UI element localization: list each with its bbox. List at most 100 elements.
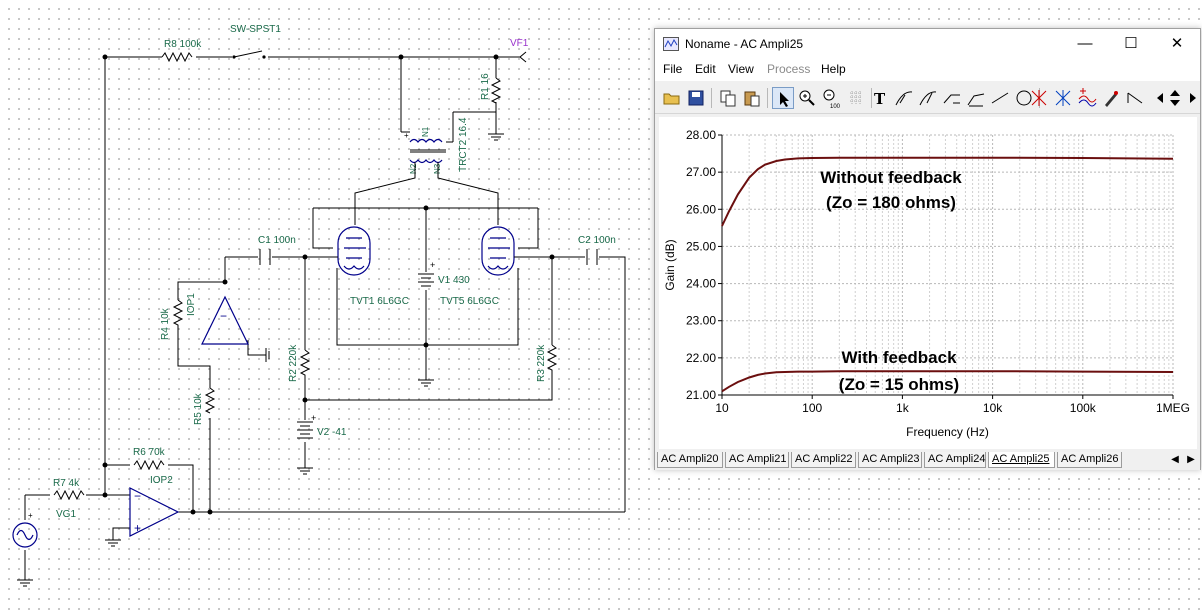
menu-process[interactable]: Process xyxy=(767,62,811,76)
resistor-r7[interactable]: R7 4k xyxy=(53,478,85,501)
line-tool-icon xyxy=(991,92,1009,104)
zoom-100-button[interactable]: 100 xyxy=(820,87,842,109)
cursor-a-cross-button[interactable] xyxy=(1028,87,1050,109)
bend-button[interactable] xyxy=(1124,87,1146,109)
svg-text:+: + xyxy=(134,521,141,535)
x-tick-label: 100 xyxy=(802,401,822,415)
capacitor-c2[interactable]: C2 100n xyxy=(578,235,616,265)
resistor-r5[interactable]: R5 10k xyxy=(193,387,216,425)
menu-edit[interactable]: Edit xyxy=(695,62,716,76)
svg-text:−: − xyxy=(134,489,141,503)
bend-icon xyxy=(1127,92,1143,104)
tab-ac-ampli21[interactable]: AC Ampli21 xyxy=(725,452,789,468)
probe-vf1[interactable]: VF1 xyxy=(510,38,529,63)
scroll-updown-button[interactable] xyxy=(1164,87,1180,109)
cursor-b-icon xyxy=(919,91,937,106)
annotation-line2: (Zo = 180 ohms) xyxy=(826,193,956,212)
tab-scroll-left-icon[interactable]: ◀ xyxy=(1171,454,1179,465)
y-tick-label: 23.00 xyxy=(686,314,716,328)
x-tick-label: 1k xyxy=(896,401,910,415)
tab-ac-ampli26[interactable]: AC Ampli26 xyxy=(1057,452,1122,468)
battery-v2[interactable]: + V2 -41 xyxy=(297,413,347,439)
transformer-trct2[interactable]: + N1 N2 N3 TRCT2 16.4 xyxy=(404,117,469,174)
line-tool-button[interactable] xyxy=(989,87,1011,109)
resistor-r1[interactable]: R1 16 xyxy=(480,73,502,104)
cursor-a-button[interactable] xyxy=(893,87,915,109)
ground-v1 xyxy=(418,379,434,387)
line-marker-button[interactable] xyxy=(941,87,963,109)
tube-tvt1[interactable]: TVT1 6L6GC xyxy=(337,226,409,307)
scroll-left-icon xyxy=(1157,93,1163,103)
pen-button[interactable] xyxy=(1100,87,1122,109)
svg-text:+: + xyxy=(28,511,33,520)
scroll-right-button[interactable] xyxy=(1182,87,1196,109)
save-button[interactable] xyxy=(685,87,707,109)
circle-tool-button[interactable] xyxy=(1013,87,1035,109)
line-marker-icon xyxy=(943,94,960,104)
x-axis-label: Frequency (Hz) xyxy=(906,425,989,439)
gain-chart[interactable]: 21.0022.0023.0024.0025.0026.0027.0028.00… xyxy=(659,117,1197,449)
resistor-r4[interactable]: R4 10k xyxy=(160,299,184,340)
tab-ac-ampli23[interactable]: AC Ampli23 xyxy=(858,452,922,468)
grid-button[interactable] xyxy=(845,87,867,109)
title-bar[interactable]: Noname - AC Ampli25 — ☐ ✕ xyxy=(655,29,1200,59)
resistor-r3[interactable]: R3 220k xyxy=(536,344,558,382)
resistor-r8[interactable]: R8 100k xyxy=(161,39,202,63)
analysis-window[interactable]: Noname - AC Ampli25 — ☐ ✕ File Edit View… xyxy=(654,28,1201,470)
app-icon xyxy=(663,37,679,51)
pointer-icon xyxy=(780,92,789,107)
toolbar: 100 T xyxy=(655,83,1200,114)
menu-view[interactable]: View xyxy=(728,62,754,76)
tab-scroll-right-icon[interactable]: ▶ xyxy=(1187,454,1195,465)
open-button[interactable] xyxy=(661,87,683,109)
label-c1: C1 100n xyxy=(258,235,296,246)
cursor-a-cross-icon xyxy=(1031,90,1047,106)
resistor-r2[interactable]: R2 220k xyxy=(288,344,311,382)
zoom-in-button[interactable] xyxy=(796,87,818,109)
minimize-button[interactable]: — xyxy=(1062,29,1108,59)
pointer-button[interactable] xyxy=(772,87,794,109)
maximize-button[interactable]: ☐ xyxy=(1108,29,1154,59)
label-trct2: TRCT2 16.4 xyxy=(458,117,469,172)
zoom-label: 100 xyxy=(830,104,841,109)
close-button[interactable]: ✕ xyxy=(1154,29,1200,59)
battery-v1[interactable]: + V1 430 xyxy=(418,260,470,287)
cursor-b-cross-button[interactable] xyxy=(1052,87,1074,109)
cursor-b-button[interactable] xyxy=(917,87,939,109)
annotation-line1: Without feedback xyxy=(820,168,962,187)
pen-icon xyxy=(1105,91,1118,107)
circle-tool-icon xyxy=(1016,90,1032,106)
schematic-canvas[interactable]: R8 100k SW-SPST1 VF1 R1 16 + N1 N2 N3 TR… xyxy=(0,0,655,615)
tab-ac-ampli20[interactable]: AC Ampli20 xyxy=(657,452,723,468)
source-vg1[interactable]: + VG1 xyxy=(12,509,76,548)
capacitor-c1[interactable]: C1 100n xyxy=(258,235,296,265)
add-curve-button[interactable] xyxy=(1076,87,1098,109)
menu-file[interactable]: File xyxy=(663,62,683,76)
text-tool-button[interactable]: T xyxy=(869,87,891,109)
tab-ac-ampli22[interactable]: AC Ampli22 xyxy=(791,452,856,468)
label-r7: R7 4k xyxy=(53,478,80,489)
tab-ac-ampli25[interactable]: AC Ampli25 xyxy=(988,452,1055,468)
opamp-iop2[interactable]: − + IOP2 xyxy=(129,475,180,537)
label-iop1: IOP1 xyxy=(186,293,197,316)
ground-vg1 xyxy=(17,579,33,587)
tab-ac-ampli24[interactable]: AC Ampli24 xyxy=(924,452,986,468)
label-r3: R3 220k xyxy=(536,344,547,382)
resistor-r6[interactable]: R6 70k xyxy=(133,447,166,471)
scroll-left-button[interactable] xyxy=(1149,87,1163,109)
ground-iop2 xyxy=(105,539,121,547)
curve-button[interactable] xyxy=(965,87,987,109)
switch-sw-spst1[interactable]: SW-SPST1 xyxy=(230,24,281,59)
series-line-1 xyxy=(721,156,1174,227)
wire-secondary xyxy=(446,111,496,143)
label-v2: V2 -41 xyxy=(317,427,347,438)
paste-button[interactable] xyxy=(741,87,763,109)
opamp-iop1[interactable]: − IOP1 xyxy=(186,293,249,345)
menu-help[interactable]: Help xyxy=(821,62,846,76)
minimize-icon: — xyxy=(1077,35,1093,52)
copy-button[interactable] xyxy=(717,87,739,109)
tube-tvt5[interactable]: TVT5 6L6GC xyxy=(440,226,515,307)
svg-text:−: − xyxy=(220,309,227,323)
